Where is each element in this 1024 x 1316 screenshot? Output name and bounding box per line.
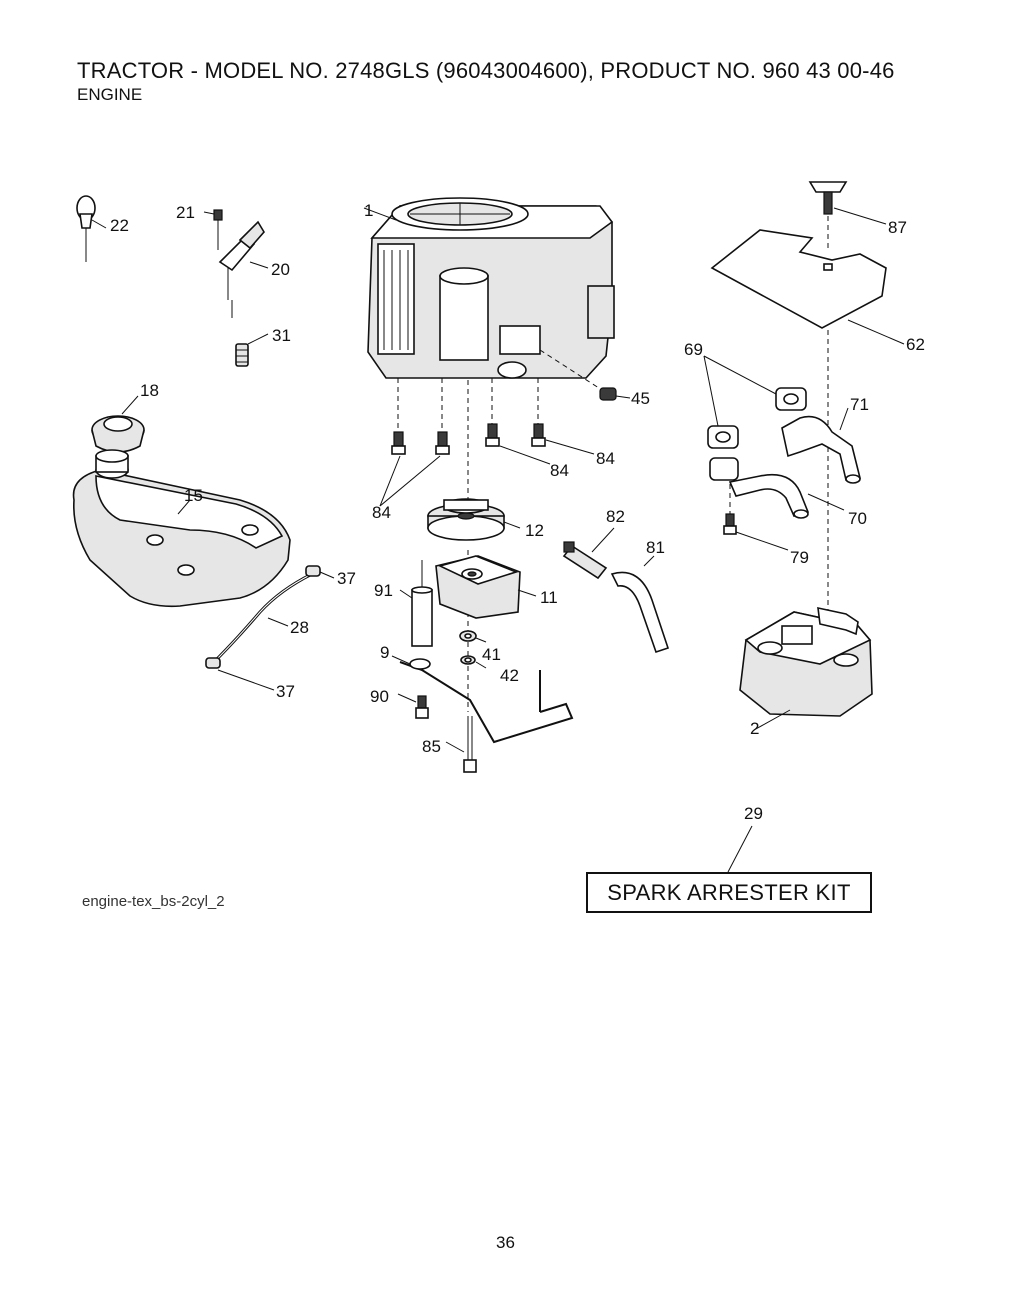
callout-90: 90 [370,687,389,706]
part-85-bolt [445,716,477,773]
callout-11: 11 [540,588,558,607]
callout-82: 82 [606,507,625,526]
part-11-clutch [435,555,537,619]
callout-22: 22 [110,216,129,235]
part-81-hose [610,555,670,654]
diagram-reference-code: engine-tex_bs-2cyl_2 [82,893,225,910]
part-70-pipe [709,457,845,519]
kit-callout-29: 29 [744,804,763,823]
callout-70: 70 [848,509,867,528]
part-45-plug [599,387,631,401]
callout-69: 69 [684,340,703,359]
part-2-muffler [739,606,873,731]
callout-79: 79 [790,548,809,567]
part-1-engine [363,197,615,379]
callout-1: 1 [364,201,373,220]
callout-41: 41 [482,645,501,664]
callout-18: 18 [140,381,159,400]
part-31-spring [235,333,269,367]
page-title: TRACTOR - MODEL NO. 2748GLS (96043004600… [77,58,895,83]
callout-84-mid: 84 [550,461,569,480]
part-15-fuel-tank [72,449,291,608]
part-90-bolt [397,693,429,719]
callout-71: 71 [850,395,869,414]
callout-12: 12 [525,521,544,540]
callout-15: 15 [184,486,203,505]
part-79-bolt [723,484,789,551]
page-number: 36 [496,1233,515,1252]
callout-28: 28 [290,618,309,637]
part-84-bolts [379,423,595,507]
part-18-fuel-cap [91,395,145,453]
callout-84-right: 84 [596,449,615,468]
callout-20: 20 [271,260,290,279]
callout-9: 9 [380,643,389,662]
callout-81: 81 [646,538,665,557]
callout-84-left: 84 [372,503,391,522]
callout-37-top: 37 [337,569,356,588]
section-subtitle: ENGINE [77,85,143,104]
callout-91: 91 [374,581,393,600]
spark-arrester-kit-box: SPARK ARRESTER KIT [586,872,872,913]
callout-31: 31 [272,326,291,345]
callout-21: 21 [176,203,195,222]
callout-45: 45 [631,389,650,408]
part-69-gaskets [703,355,807,449]
callout-87: 87 [888,218,907,237]
part-62-heat-shield [710,229,905,345]
part-9-bracket-rod [391,655,574,744]
callout-42: 42 [500,666,519,685]
part-87-bolt [808,181,887,225]
part-82-filter [562,527,615,580]
callout-85: 85 [422,737,441,756]
part-28-fuel-line [205,565,335,691]
kit-leader-line [727,825,753,873]
part-20-21-bracket [203,209,269,318]
part-91-spacer [399,560,433,647]
part-12-pulley [427,498,521,541]
callout-37-bottom: 37 [276,682,295,701]
part-22-knob [76,195,107,262]
kit-label: SPARK ARRESTER KIT [607,879,851,905]
callout-2: 2 [750,719,759,738]
part-41-42-washers [459,630,487,669]
part-71-pipe [781,407,861,484]
callout-62: 62 [906,335,925,354]
